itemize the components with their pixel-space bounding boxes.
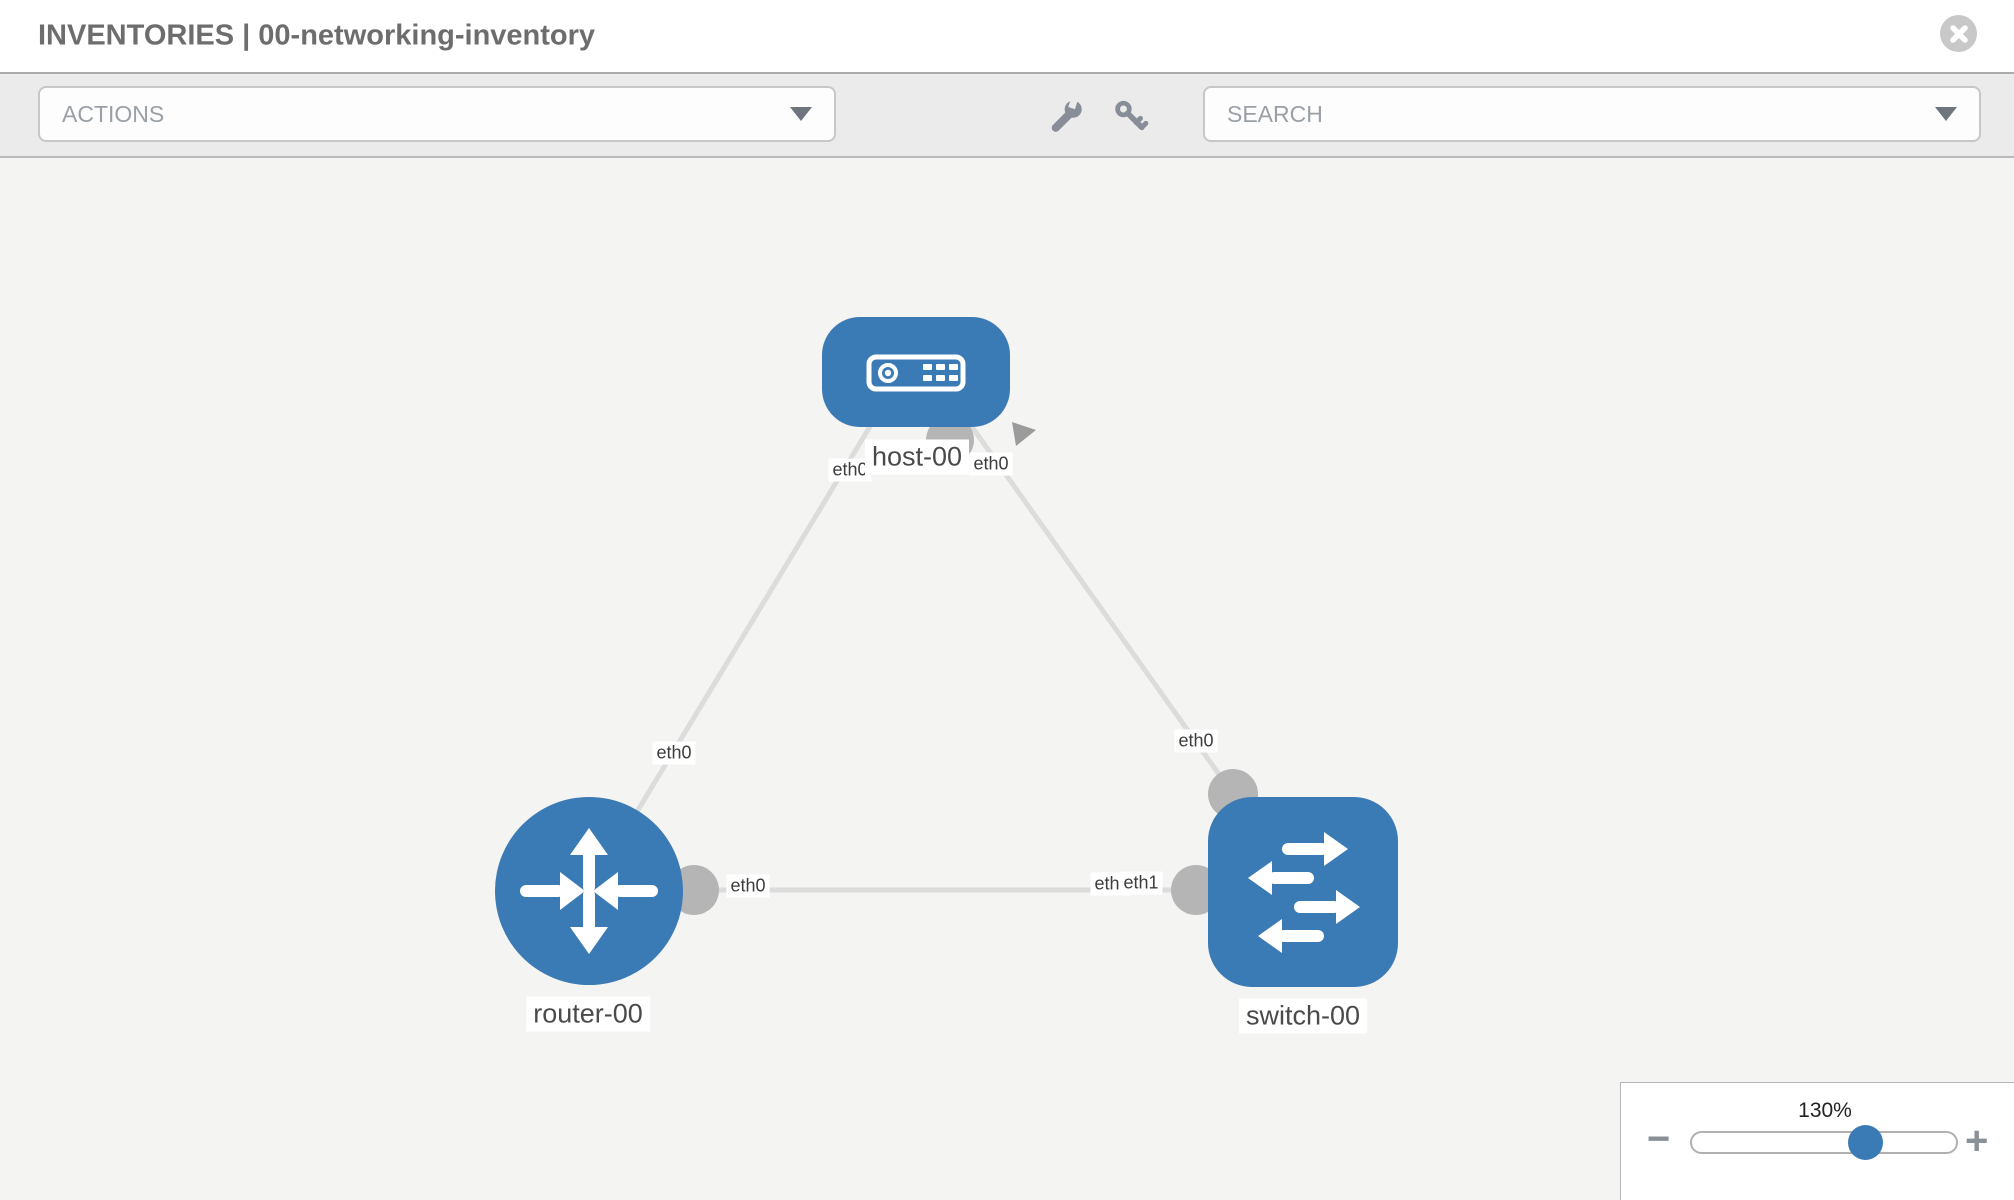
zoom-in-button[interactable]: + xyxy=(1965,1119,1989,1163)
actions-dropdown-label: ACTIONS xyxy=(62,100,165,127)
title-bar: INVENTORIES | 00-networking-inventory xyxy=(0,0,2014,74)
key-icon xyxy=(1115,100,1149,131)
search-dropdown[interactable]: SEARCH xyxy=(1203,86,1981,142)
credentials-button[interactable] xyxy=(1113,98,1149,137)
iface-label-switch-eth0-top: eth0 xyxy=(1174,729,1218,753)
node-label-router-00: router-00 xyxy=(526,996,650,1032)
node-host-00[interactable] xyxy=(822,317,1010,427)
node-label-host-00: host-00 xyxy=(864,439,970,475)
node-router-00[interactable] xyxy=(495,797,683,985)
link-marker-icon xyxy=(1012,422,1036,446)
host-icon xyxy=(866,354,966,392)
iface-label-host-eth0-right: eth0 xyxy=(969,452,1013,476)
close-icon xyxy=(1949,24,1968,43)
topology-canvas[interactable]: eth0 eth0 eth0 eth0 eth0 eth0 eth1 host-… xyxy=(0,158,2014,1200)
actions-dropdown[interactable]: ACTIONS xyxy=(38,86,836,142)
iface-label-switch-eth1: eth1 xyxy=(1119,871,1163,895)
node-label-switch-00: switch-00 xyxy=(1238,998,1368,1034)
iface-label-router-eth0-right: eth0 xyxy=(726,874,770,898)
router-icon xyxy=(520,828,658,954)
chevron-down-icon xyxy=(1935,107,1957,121)
chevron-down-icon xyxy=(790,107,812,121)
zoom-slider-thumb[interactable] xyxy=(1848,1125,1883,1160)
zoom-control-panel: 130% − + xyxy=(1620,1082,2014,1200)
node-switch-00[interactable] xyxy=(1208,797,1398,987)
toolbar: ACTIONS SEARCH xyxy=(0,74,2014,158)
iface-label-router-eth0-top: eth0 xyxy=(652,741,696,765)
page-title: INVENTORIES | 00-networking-inventory xyxy=(38,19,596,52)
close-button[interactable] xyxy=(1940,15,1977,52)
zoom-out-button[interactable]: − xyxy=(1647,1117,1671,1161)
iface-label-host-eth0-left: eth0 xyxy=(828,458,872,482)
topology-links-layer xyxy=(586,408,1258,915)
wrench-icon xyxy=(1051,96,1082,132)
zoom-level-value: 130% xyxy=(1798,1099,1852,1122)
search-dropdown-label: SEARCH xyxy=(1227,100,1323,127)
switch-icon xyxy=(1248,832,1360,953)
configure-button[interactable] xyxy=(1049,96,1085,137)
zoom-slider-track[interactable] xyxy=(1690,1125,1958,1160)
